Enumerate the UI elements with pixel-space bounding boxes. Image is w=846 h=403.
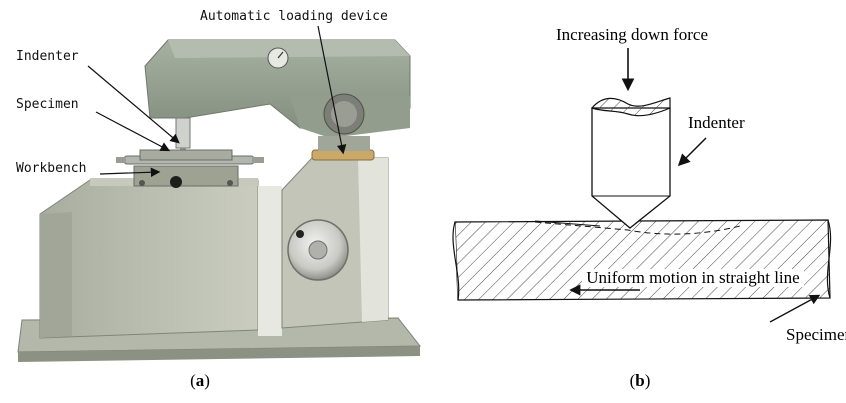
label-automatic-loading-device: Automatic loading device: [200, 9, 388, 24]
motion-label-bg: [582, 269, 804, 287]
pointer-arrow-icon: [677, 137, 707, 167]
scratch-entry: [534, 220, 601, 227]
panel-a-photo: Automatic loading device Indenter Specim…: [16, 9, 422, 390]
specimen-block: [139, 149, 233, 161]
specimen-right-break: [826, 219, 832, 299]
indenter-top-hatched: [590, 97, 671, 117]
leader-workbench: [99, 167, 161, 178]
workbench-right-screw: [252, 157, 264, 163]
specimen-left-break: [452, 221, 460, 301]
left-cabinet: [39, 179, 259, 339]
label-increasing-down-force: Increasing down force: [556, 25, 708, 44]
label-uniform-motion: Uniform motion in straight line: [586, 268, 799, 287]
loading-head-top: [168, 40, 410, 58]
leader-loading: [317, 25, 347, 155]
label-indenter-a: Indenter: [16, 49, 79, 64]
handwheel-hub: [308, 240, 328, 260]
collar-ring: [318, 136, 370, 151]
label-workbench: Workbench: [16, 161, 86, 176]
left-cabinet-front-face: [40, 212, 72, 338]
caption-b: (b): [630, 371, 651, 390]
indenter-body: [591, 107, 671, 229]
workbench-screw-right: [227, 180, 233, 186]
workbench-left-screw: [116, 157, 126, 163]
workbench-table: [133, 165, 239, 187]
specimen-pointer: [769, 294, 821, 323]
machine-base-edge: [18, 346, 420, 362]
leader-specimen: [95, 111, 171, 152]
panel-b-schematic: Increasing down force Indenter Uniform m…: [452, 25, 846, 390]
gauge-needle: [277, 51, 284, 59]
specimen-hatched-block: [454, 219, 831, 301]
handwheel-knob: [296, 230, 304, 238]
leader-indenter: [87, 65, 180, 144]
caption-a: (a): [190, 371, 210, 390]
label-indenter-b: Indenter: [688, 113, 745, 132]
label-specimen-b: Specimen: [786, 325, 846, 344]
cabinet-white-panel: [258, 186, 282, 336]
scratch-groove: [534, 221, 741, 235]
side-knob-center: [331, 101, 357, 127]
workbench-screw-left: [139, 180, 145, 186]
right-column-light-face: [358, 158, 388, 322]
label-specimen-a: Specimen: [16, 97, 79, 112]
workbench-clamp-knob: [170, 176, 182, 188]
indenter-spindle: [175, 117, 191, 149]
